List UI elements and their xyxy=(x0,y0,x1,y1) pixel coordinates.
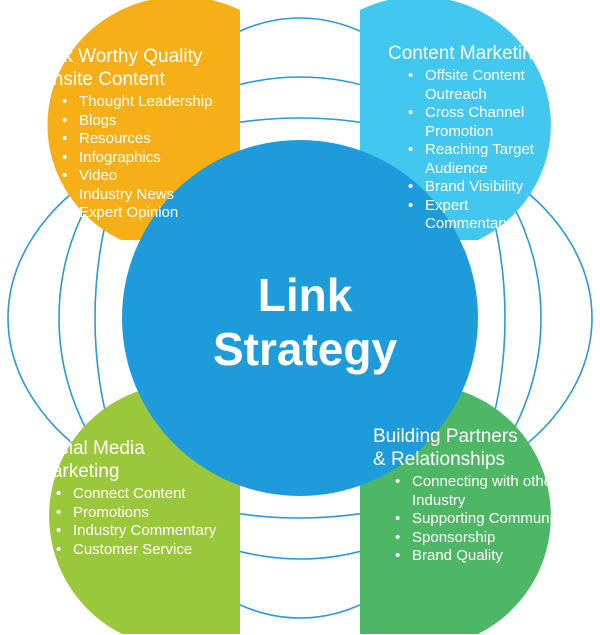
list-item: Supporting Community xyxy=(392,510,582,529)
list-item: Brand Quality xyxy=(392,547,582,566)
list-item: Brand Visibility xyxy=(405,178,555,197)
quadrant-title-line1: Building Partners xyxy=(373,426,518,447)
quadrant-title: Link Worthy Quality Onsite Content xyxy=(38,45,238,91)
quadrant-list: Thought Leadership Blogs Resources Infog… xyxy=(59,93,238,223)
quadrant-bottom-right: Building Partners & Relationships Connec… xyxy=(373,425,593,566)
list-item: Promotions xyxy=(53,504,246,523)
quadrant-title-line2: Onsite Content xyxy=(38,69,165,90)
list-item: Expert Commentary xyxy=(405,197,555,234)
center-title-line1: Link xyxy=(257,269,353,321)
quadrant-title-line1: Link Worthy Quality xyxy=(38,46,203,67)
list-item: Reaching Target Audience xyxy=(405,141,555,178)
quadrant-title: Social Media Marketing xyxy=(36,437,246,483)
orbit-ring-outer xyxy=(58,76,542,560)
quadrant-title: Building Partners & Relationships xyxy=(373,425,593,471)
quadrant-title-line1: Social Media xyxy=(36,438,145,459)
orbit-ring-horizontal xyxy=(7,117,593,519)
list-item: Thought Leadership xyxy=(59,93,238,112)
center-circle xyxy=(122,140,478,496)
list-item: Connecting with other in Industry xyxy=(392,473,582,510)
quadrant-bottom-left: Social Media Marketing Connect Content P… xyxy=(36,437,246,559)
quadrant-top-right: Content Marketing Offsite Content Outrea… xyxy=(388,42,588,234)
list-item: Connect Content xyxy=(53,485,246,504)
quadrant-list: Offsite Content Outreach Cross Channel P… xyxy=(405,67,555,234)
list-item: Industry Commentary xyxy=(53,522,246,541)
quadrant-title-line2: & Relationships xyxy=(373,449,506,470)
list-item: Video xyxy=(59,167,238,186)
list-item: Blogs xyxy=(59,112,238,131)
list-item: Resources xyxy=(59,130,238,149)
center-title: Link Strategy xyxy=(150,268,460,376)
list-item: Industry News xyxy=(59,186,238,205)
list-item: Cross Channel Promotion xyxy=(405,104,555,141)
quadrant-title: Content Marketing xyxy=(388,42,588,65)
orbit-rings xyxy=(7,17,593,619)
list-item: Sponsorship xyxy=(392,529,582,548)
quadrant-title-line2: Marketing xyxy=(36,461,120,482)
list-item: Infographics xyxy=(59,149,238,168)
orbit-ring-vertical xyxy=(94,17,506,619)
quadrant-list: Connecting with other in Industry Suppor… xyxy=(392,473,582,566)
list-item: Customer Service xyxy=(53,541,246,560)
quadrant-top-left: Link Worthy Quality Onsite Content Thoug… xyxy=(38,45,238,223)
center-title-line2: Strategy xyxy=(212,323,398,375)
quadrant-title-line1: Content Marketing xyxy=(388,43,544,64)
list-item: Offsite Content Outreach xyxy=(405,67,555,104)
quadrant-list: Connect Content Promotions Industry Comm… xyxy=(53,485,246,559)
list-item: Expert Opinion xyxy=(59,204,238,223)
